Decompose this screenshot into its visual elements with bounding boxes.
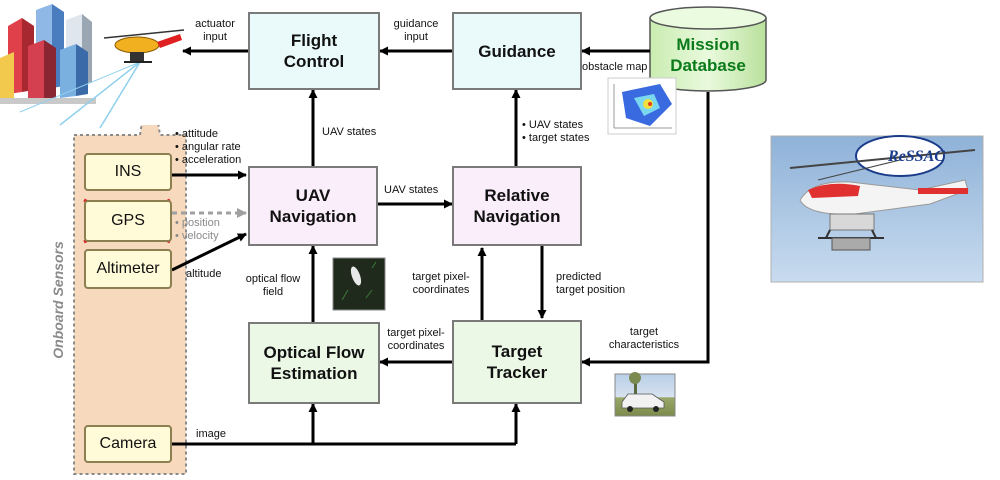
- mission-database: [649, 6, 767, 92]
- relative-navigation-block: Relative Navigation: [452, 166, 582, 246]
- ins-sensor: INS: [84, 153, 172, 191]
- ressac-helicopter-photo: [770, 135, 984, 283]
- label-predicted-target-position: predicted target position: [556, 271, 626, 296]
- mission-database-label: Mission Database: [670, 35, 746, 75]
- flight-control-block: Flight Control: [248, 12, 380, 90]
- city-helicopter-illustration: [0, 0, 185, 129]
- arrow-altimeter-uavnav: [171, 232, 247, 272]
- label-relative-states: • UAV states • target states: [522, 119, 590, 144]
- label-guidance-input: guidance input: [393, 18, 439, 43]
- guidance-block: Guidance: [452, 12, 582, 90]
- label-actuator-input: actuator input: [195, 18, 235, 43]
- label-obstacle-map: obstacle map: [582, 61, 648, 73]
- gps-sensor: GPS: [84, 200, 172, 242]
- arrow-database-tracker: [581, 92, 710, 367]
- onboard-sensors-label: Onboard Sensors: [50, 241, 66, 359]
- label-uav-states-right: UAV states: [384, 184, 439, 196]
- label-target-characteristics: target characteristics: [608, 326, 680, 351]
- target-tracker-block: Target Tracker: [452, 320, 582, 404]
- arrows: [171, 46, 710, 446]
- optical-flow-estimation-block: Optical Flow Estimation: [248, 322, 380, 404]
- label-gps-outputs: • position • velocity: [175, 217, 220, 242]
- optical-flow-thumbnail: [332, 257, 386, 311]
- obstacle-map-thumbnail: [607, 77, 677, 135]
- label-uav-states-up: UAV states: [322, 126, 377, 138]
- altimeter-sensor: Altimeter: [84, 249, 172, 289]
- label-ins-outputs: • attitude • angular rate • acceleration: [175, 128, 242, 166]
- label-target-pixel-coords-up: target pixel- coordinates: [412, 271, 470, 296]
- label-image: image: [196, 428, 226, 440]
- ressac-logo-text: ReSSAC: [888, 148, 945, 165]
- label-altitude: altitude: [186, 268, 222, 280]
- car-photo-thumbnail: [614, 372, 676, 417]
- uav-navigation-block: UAV Navigation: [248, 166, 378, 246]
- camera-sensor: Camera: [84, 425, 172, 463]
- label-optical-flow-field: optical flow field: [245, 273, 301, 298]
- label-target-pixel-coords-left: target pixel- coordinates: [387, 327, 445, 352]
